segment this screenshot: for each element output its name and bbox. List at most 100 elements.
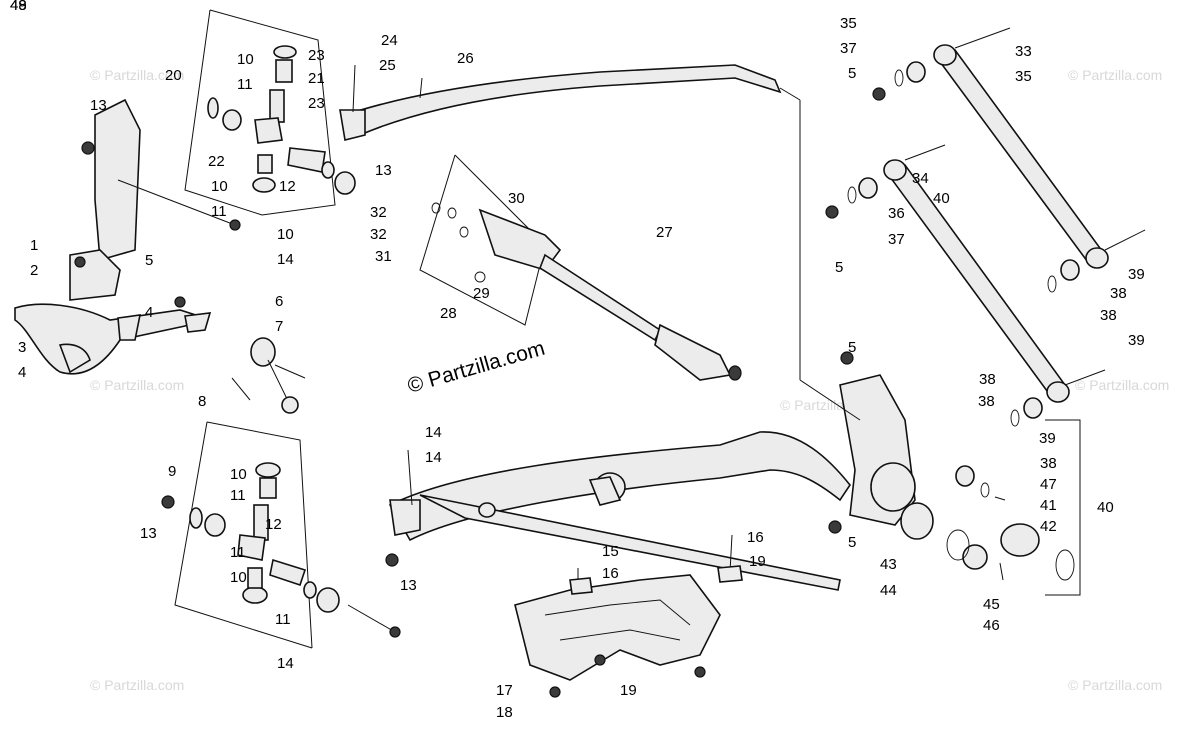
callout-label: 14 (277, 655, 294, 672)
callout-label: 39 (1039, 430, 1056, 447)
callout-label: 3 (18, 339, 26, 356)
callout-label: 16 (747, 529, 764, 546)
callout-label: 39 (1128, 266, 1145, 283)
callout-label: 40 (1097, 499, 1114, 516)
callout-label: 42 (1040, 518, 1057, 535)
callout-label: 45 (983, 596, 1000, 613)
callout-label: 30 (508, 190, 525, 207)
callout-label: 18 (496, 704, 513, 721)
callout-label: 13 (400, 577, 417, 594)
callout-label: 14 (425, 424, 442, 441)
skid-plate (514, 574, 721, 681)
callout-label: 19 (620, 682, 637, 699)
callout-label: 2 (30, 262, 38, 279)
callout-label: 11 (237, 76, 253, 93)
partzilla-brand-mark: © Partzilla.com (405, 337, 547, 398)
callout-label: 41 (1040, 497, 1057, 514)
callout-label: 5 (848, 534, 856, 551)
callout-label: 9 (168, 463, 176, 480)
callout-label: 10 (277, 226, 294, 243)
callout-label: 26 (457, 50, 474, 67)
watermark: © Partzilla.com (1075, 377, 1169, 393)
callout-label: 10 (211, 178, 228, 195)
callout-label: 37 (888, 231, 905, 248)
watermark: © Partzilla.com (1068, 67, 1162, 83)
callout-label: 19 (749, 553, 766, 570)
callout-label: 37 (840, 40, 857, 57)
callout-label: 27 (656, 224, 673, 241)
callout-label: 16 (602, 565, 619, 582)
watermark: © Partzilla.com (90, 67, 184, 83)
callout-label: 10 (237, 51, 254, 68)
callout-label: 11 (230, 544, 246, 561)
callout-label: 23 (308, 47, 325, 64)
tie-rods (825, 27, 1146, 427)
watermark: © Partzilla.com (1068, 677, 1162, 693)
callout-label: 36 (888, 205, 905, 222)
callout-label: 38 (979, 371, 996, 388)
callout-label: 5 (848, 65, 856, 82)
hardware (74, 45, 1006, 698)
callout-label: 13 (90, 97, 107, 114)
callout-label: 44 (880, 582, 897, 599)
callout-label: 11 (230, 487, 246, 504)
stabilizer-bar (14, 303, 208, 375)
callout-label: 29 (473, 285, 490, 302)
callout-label: 39 (1128, 332, 1145, 349)
callout-label: 48 (10, 0, 27, 14)
callout-label: 35 (1015, 68, 1032, 85)
callout-label: 8 (198, 393, 206, 410)
callout-label: 35 (840, 15, 857, 32)
callout-label: 10 (230, 466, 247, 483)
steering-knuckle (839, 374, 1075, 581)
watermarks: © Partzilla.com © Partzilla.com © Partzi… (90, 67, 1169, 693)
callout-label: 32 (370, 226, 387, 243)
callout-label: 40 (933, 190, 950, 207)
callout-label: 33 (1015, 43, 1032, 60)
callout-label: 22 (208, 153, 225, 170)
callout-label: 4 (18, 364, 26, 381)
callout-label: 10 (230, 569, 247, 586)
callout-label: 20 (165, 67, 182, 84)
callout-label: 11 (275, 611, 291, 628)
callout-label: 7 (275, 318, 283, 335)
callout-label: 21 (308, 70, 325, 87)
callout-label: 6 (275, 293, 283, 310)
lower-a-arm (388, 431, 851, 591)
callout-label: 25 (379, 57, 396, 74)
callout-label: 5 (848, 339, 856, 356)
callout-label: 13 (375, 162, 392, 179)
callout-label: 23 (308, 95, 325, 112)
callout-label: 5 (145, 252, 153, 269)
callout-label: 46 (983, 617, 1000, 634)
callout-label: 4 (145, 304, 153, 321)
callout-label: 15 (602, 543, 619, 560)
callout-label: 17 (496, 682, 513, 699)
callout-label: 32 (370, 204, 387, 221)
callout-label: 38 (1110, 285, 1127, 302)
callout-label: 12 (265, 516, 282, 533)
callout-label: 31 (375, 248, 392, 265)
callout-label: 38 (1100, 307, 1117, 324)
callout-label: 1 (30, 237, 38, 254)
callout-label: 5 (835, 259, 843, 276)
callout-label: 14 (425, 449, 442, 466)
callout-label: 38 (1040, 455, 1057, 472)
callout-label: 24 (381, 32, 398, 49)
callout-label: 11 (211, 203, 227, 220)
upper-stabilizer-bar (343, 64, 801, 136)
callout-label: 49 (10, 0, 27, 14)
callout-label: 28 (440, 305, 457, 322)
watermark: © Partzilla.com (90, 377, 184, 393)
watermark: © Partzilla.com (90, 677, 184, 693)
callout-label: 38 (978, 393, 995, 410)
drive-axle (478, 208, 742, 381)
callout-label: 14 (277, 251, 294, 268)
callout-label: 43 (880, 556, 897, 573)
callout-label: 13 (140, 525, 157, 542)
callout-label: 47 (1040, 476, 1057, 493)
callout-label: 34 (912, 170, 929, 187)
